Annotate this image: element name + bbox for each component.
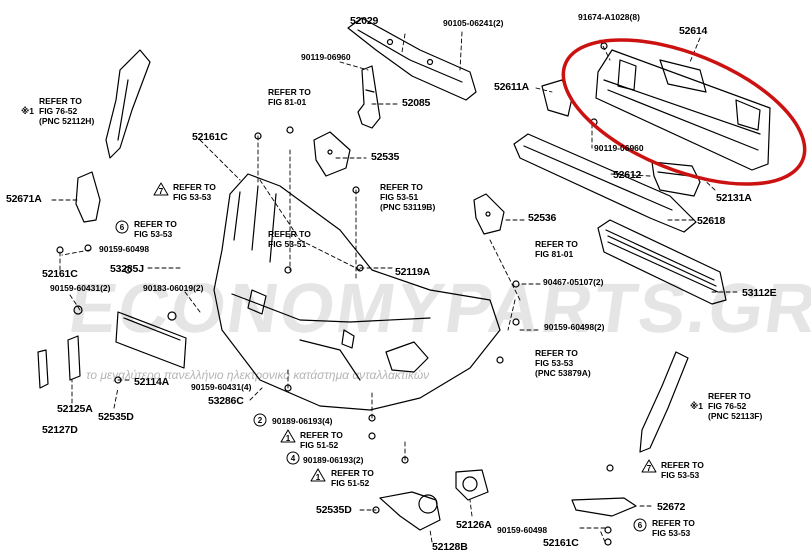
- part-label-p52536: 52536: [528, 212, 557, 224]
- part-52535-bracket: [313, 131, 351, 177]
- part-52126A-fog-cover: [455, 469, 489, 501]
- triangle-mark-t2: 1: [280, 429, 296, 443]
- refer-label-r5: REFER TO FIG 53-53: [134, 219, 177, 239]
- refer-label-r11: REFER TO FIG 51-52: [331, 468, 374, 488]
- refer-label-r6: REFER TO FIG 53-51: [268, 229, 311, 249]
- triangle-mark-t3: 1: [310, 468, 326, 482]
- part-52671A-retainer: [75, 171, 101, 223]
- triangle-mark-text: 7: [159, 187, 164, 196]
- part-label-p52126A: 52126A: [456, 519, 492, 531]
- circle-mark-c4: 6: [633, 518, 647, 532]
- circle-mark-text: 2: [258, 416, 263, 425]
- part-label-p90119b: 90119-06960: [594, 143, 644, 153]
- part-label-p52161C1: 52161C: [192, 131, 228, 143]
- part-52618-absorber: [513, 133, 697, 233]
- part-label-p52085: 52085: [402, 97, 431, 109]
- part-label-p52114A: 52114A: [134, 376, 170, 388]
- part-label-p90183: 90183-06019(2): [143, 283, 204, 293]
- part-label-p53285J: 53285J: [110, 263, 144, 275]
- part-52112H-side-trim: [105, 49, 151, 159]
- highlight-ellipse: [561, 38, 807, 186]
- part-label-p90189b: 90189-06193(2): [303, 455, 364, 465]
- part-label-p90105: 90105-06241(2): [443, 18, 504, 28]
- watermark-tagline: το μεγαλύτερο πανελλήνιο ηλεκτρονικό κατ…: [86, 368, 430, 382]
- part-52611A-pad: [541, 79, 573, 117]
- part-52119A-bumper-cover: [213, 173, 501, 411]
- part-label-p52127D: 52127D: [42, 424, 78, 436]
- part-label-p52125A: 52125A: [57, 403, 93, 415]
- part-label-p53286C: 53286C: [208, 395, 244, 407]
- part-label-p52128B: 52128B: [432, 541, 468, 553]
- part-label-p52161C3: 52161C: [543, 537, 579, 549]
- refer-label-r8: REFER TO FIG 53-53 (PNC 53879A): [535, 348, 591, 378]
- part-label-p52535D1: 52535D: [98, 411, 134, 423]
- part-52029-bracket: [347, 17, 477, 101]
- part-52113F-side-trim: [639, 351, 689, 453]
- part-53112E-grille: [597, 219, 727, 305]
- part-label-p53112E: 53112E: [742, 287, 777, 299]
- part-label-p90189a: 90189-06193(4): [272, 416, 333, 426]
- circle-mark-text: 4: [291, 454, 296, 463]
- refer-label-r12: REFER TO FIG 53-53: [661, 460, 704, 480]
- part-label-p52614: 52614: [679, 25, 708, 37]
- part-52114A-plate-bracket: [115, 311, 187, 369]
- part-label-p52618: 52618: [697, 215, 726, 227]
- part-52128B-fog-cover: [379, 491, 441, 531]
- triangle-mark-text: 1: [286, 434, 291, 443]
- part-label-p52119A: 52119A: [395, 266, 431, 278]
- refer-label-r4: REFER TO FIG 53-51 (PNC 53119B): [380, 182, 436, 212]
- part-52085-bracket: [357, 65, 381, 129]
- refer-label-r13: REFER TO FIG 53-53: [652, 518, 695, 538]
- refer-label-r1: REFER TO FIG 76-52 (PNC 52112H): [39, 96, 95, 126]
- part-52672-retainer: [571, 497, 637, 517]
- refer-mark-r1: ※1: [21, 106, 34, 116]
- part-label-p52612: 52612: [613, 169, 642, 181]
- triangle-marks: 7 1 1 7: [153, 182, 657, 482]
- triangle-mark-text: 1: [316, 473, 321, 482]
- circle-mark-c3: 4: [286, 451, 300, 465]
- part-label-p90159d: 90159-60431(4): [191, 382, 252, 392]
- part-52125A-side: [67, 335, 81, 381]
- part-label-p90159c: 90159-60498(2): [544, 322, 605, 332]
- part-label-p90159a: 90159-60498: [99, 244, 150, 254]
- part-52536-bracket: [473, 193, 505, 235]
- part-label-p90119a: 90119-06960: [301, 52, 351, 62]
- part-label-p52611A: 52611A: [494, 81, 530, 93]
- circle-mark-c1: 6: [115, 220, 129, 234]
- refer-label-r2: REFER TO FIG 81-01: [268, 87, 311, 107]
- part-label-p91674: 91674-A1028(8): [578, 12, 640, 22]
- part-label-p52671A: 52671A: [6, 193, 42, 205]
- part-label-p52535D2: 52535D: [316, 504, 352, 516]
- circle-marks: 6 2 4 6: [115, 220, 647, 532]
- triangle-mark-text: 7: [647, 464, 652, 473]
- circle-mark-text: 6: [120, 223, 125, 232]
- refer-label-r3: REFER TO FIG 53-53: [173, 182, 216, 202]
- refer-label-r10: REFER TO FIG 51-52: [300, 430, 343, 450]
- part-label-p90159e: 90159-60498: [497, 525, 548, 535]
- part-label-p52161C2: 52161C: [42, 268, 78, 280]
- part-label-p52131A: 52131A: [716, 192, 752, 204]
- part-52127D-side: [37, 349, 49, 389]
- refer-label-r9: REFER TO FIG 76-52 (PNC 52113F): [708, 391, 763, 421]
- refer-mark-r9: ※1: [690, 401, 703, 411]
- part-label-p52672: 52672: [657, 501, 686, 513]
- circle-mark-text: 6: [638, 521, 643, 530]
- part-label-p90159b: 90159-60431(2): [50, 283, 111, 293]
- triangle-mark-t4: 7: [641, 459, 657, 473]
- part-label-p52029: 52029: [350, 15, 379, 27]
- part-label-p52535: 52535: [371, 151, 400, 163]
- circle-mark-c2: 2: [253, 413, 267, 427]
- part-52131A-reinforcement: [590, 42, 771, 171]
- refer-label-r7: REFER TO FIG 81-01: [535, 239, 578, 259]
- fasteners: [56, 126, 614, 546]
- triangle-mark-t1: 7: [153, 182, 169, 196]
- part-label-p90467: 90467-05107(2): [543, 277, 604, 287]
